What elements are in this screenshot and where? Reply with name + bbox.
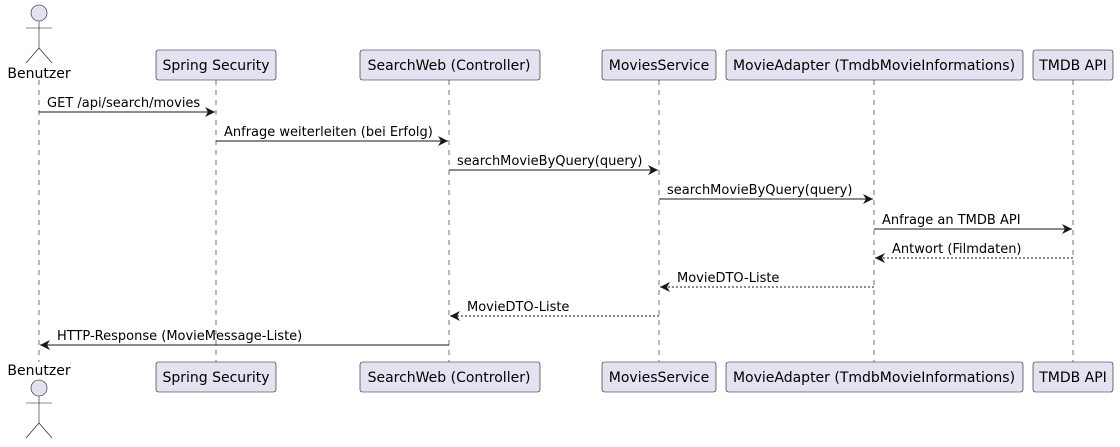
actor-left-leg [25,47,40,64]
message-label: Antwort (Filmdaten) [892,242,1022,257]
message-label: MovieDTO-Liste [677,271,779,286]
actor-left-leg [25,422,40,439]
message-5: Anfrage an TMDB API [874,213,1072,234]
participant-spring-bottom: Spring Security [155,361,277,393]
actor-right-leg [38,47,53,64]
message-8: MovieDTO-Liste [450,300,659,321]
participant-tmdb-bottom: TMDB API [1032,361,1114,393]
message-label: GET /api/search/movies [47,96,200,111]
participant-adapter-top: MovieAdapter (TmdbMovieInformations) [725,49,1024,81]
message-6: Antwort (Filmdaten) [875,242,1073,263]
participant-box [155,49,277,81]
participant-box [359,49,541,81]
participant-label: SearchWeb (Controller) [368,58,531,74]
actor-head [30,379,48,397]
participant-label: MovieAdapter (TmdbMovieInformations) [733,58,1015,74]
message-3: searchMovieByQuery(query) [449,154,658,175]
participant-box [1032,49,1114,81]
participant-adapter-bottom: MovieAdapter (TmdbMovieInformations) [725,361,1024,393]
participant-movies-top: MoviesService [601,49,717,81]
actor-label: Benutzer [7,66,70,82]
message-label: Anfrage an TMDB API [882,213,1021,228]
actor-bottom: Benutzer [7,363,71,439]
participant-movies-bottom: MoviesService [601,361,717,393]
participant-box [359,361,541,393]
participant-label: TMDB API [1038,58,1107,74]
message-2: Anfrage weiterleiten (bei Erfolg) [216,125,448,146]
actor-head [30,4,48,22]
participant-searchweb-top: SearchWeb (Controller) [359,49,541,81]
message-label: searchMovieByQuery(query) [457,154,642,169]
participant-box [1032,361,1114,393]
participant-box [601,361,717,393]
participant-label: Spring Security [162,370,269,386]
participant-tmdb-top: TMDB API [1032,49,1114,81]
message-label: MovieDTO-Liste [467,300,569,315]
participant-label: Spring Security [162,58,269,74]
message-label: HTTP-Response (MovieMessage-Liste) [57,329,302,344]
participant-box [725,361,1024,393]
participant-box [601,49,717,81]
message-4: searchMovieByQuery(query) [659,183,873,204]
message-7: MovieDTO-Liste [660,271,874,292]
message-9: HTTP-Response (MovieMessage-Liste) [40,329,449,350]
participant-searchweb-bottom: SearchWeb (Controller) [359,361,541,393]
participant-label: MoviesService [609,58,709,74]
participant-label: MovieAdapter (TmdbMovieInformations) [733,370,1015,386]
participant-label: TMDB API [1038,370,1107,386]
participant-box [155,361,277,393]
actor-right-leg [38,422,53,439]
participant-box [725,49,1024,81]
message-label: Anfrage weiterleiten (bei Erfolg) [224,125,433,140]
participant-label: SearchWeb (Controller) [368,370,531,386]
actor-label: Benutzer [7,363,70,379]
actor-top: Benutzer [7,4,71,82]
message-1: GET /api/search/movies [39,96,215,117]
message-label: searchMovieByQuery(query) [667,183,852,198]
participant-label: MoviesService [609,370,709,386]
participant-spring-top: Spring Security [155,49,277,81]
